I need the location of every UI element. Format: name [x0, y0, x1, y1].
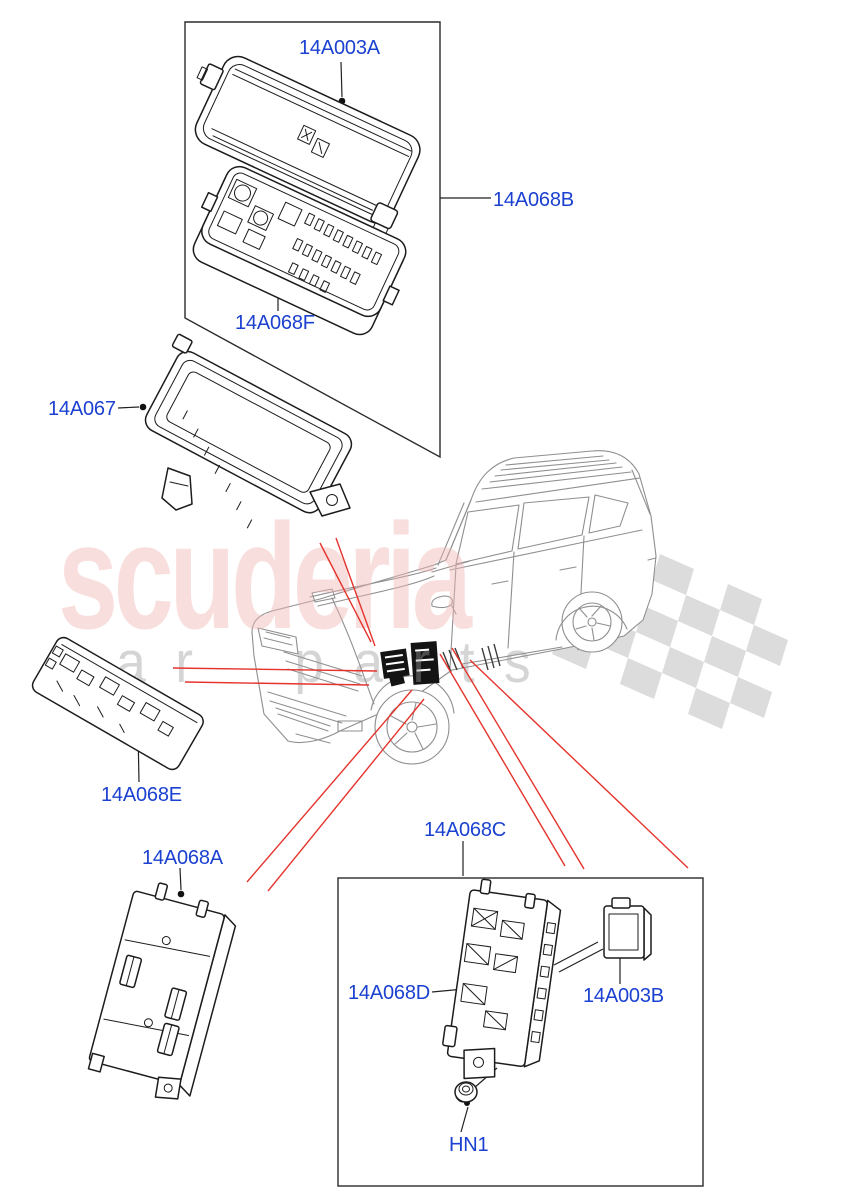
- group-box-14A068C: [337, 877, 704, 1187]
- part-label-14a068c[interactable]: 14A068C: [424, 819, 506, 841]
- group-box-14A068B: [184, 21, 441, 459]
- part-label-14a068f[interactable]: 14A068F: [235, 312, 315, 334]
- fusebox-cover-drawing: [194, 55, 421, 240]
- watermark-brand-text: scuderia: [58, 493, 473, 661]
- part-label-hn1[interactable]: HN1: [449, 1134, 489, 1156]
- part-label-14a068e[interactable]: 14A068E: [101, 784, 182, 806]
- small-module-drawing: [603, 897, 652, 961]
- rear-wheel: [461, 591, 628, 665]
- fusebox-location-marker: [380, 641, 501, 687]
- front-end: [257, 560, 471, 744]
- part-label-14a003a[interactable]: 14A003A: [299, 37, 380, 59]
- fusebox-tray-drawing: [144, 333, 353, 529]
- module-e-drawing: [31, 636, 204, 771]
- part-label-14a068a[interactable]: 14A068A: [142, 847, 223, 869]
- module-a-drawing: [87, 882, 237, 1100]
- part-label-14a068d[interactable]: 14A068D: [348, 982, 430, 1004]
- engine-fusebox-drawing: [192, 165, 407, 336]
- part-label-14a068b[interactable]: 14A068B: [493, 189, 574, 211]
- grommet-drawing: [454, 1081, 478, 1103]
- glasshouse: [431, 469, 657, 669]
- vehicle-drawing: [251, 450, 657, 765]
- aux-fusebox-drawing: [442, 878, 562, 1080]
- front-wheel: [370, 675, 455, 765]
- location-callout-lines: [172, 537, 689, 892]
- part-label-14a067[interactable]: 14A067: [48, 398, 116, 420]
- roof-strips: [475, 455, 641, 503]
- part-label-14a003b[interactable]: 14A003B: [583, 985, 664, 1007]
